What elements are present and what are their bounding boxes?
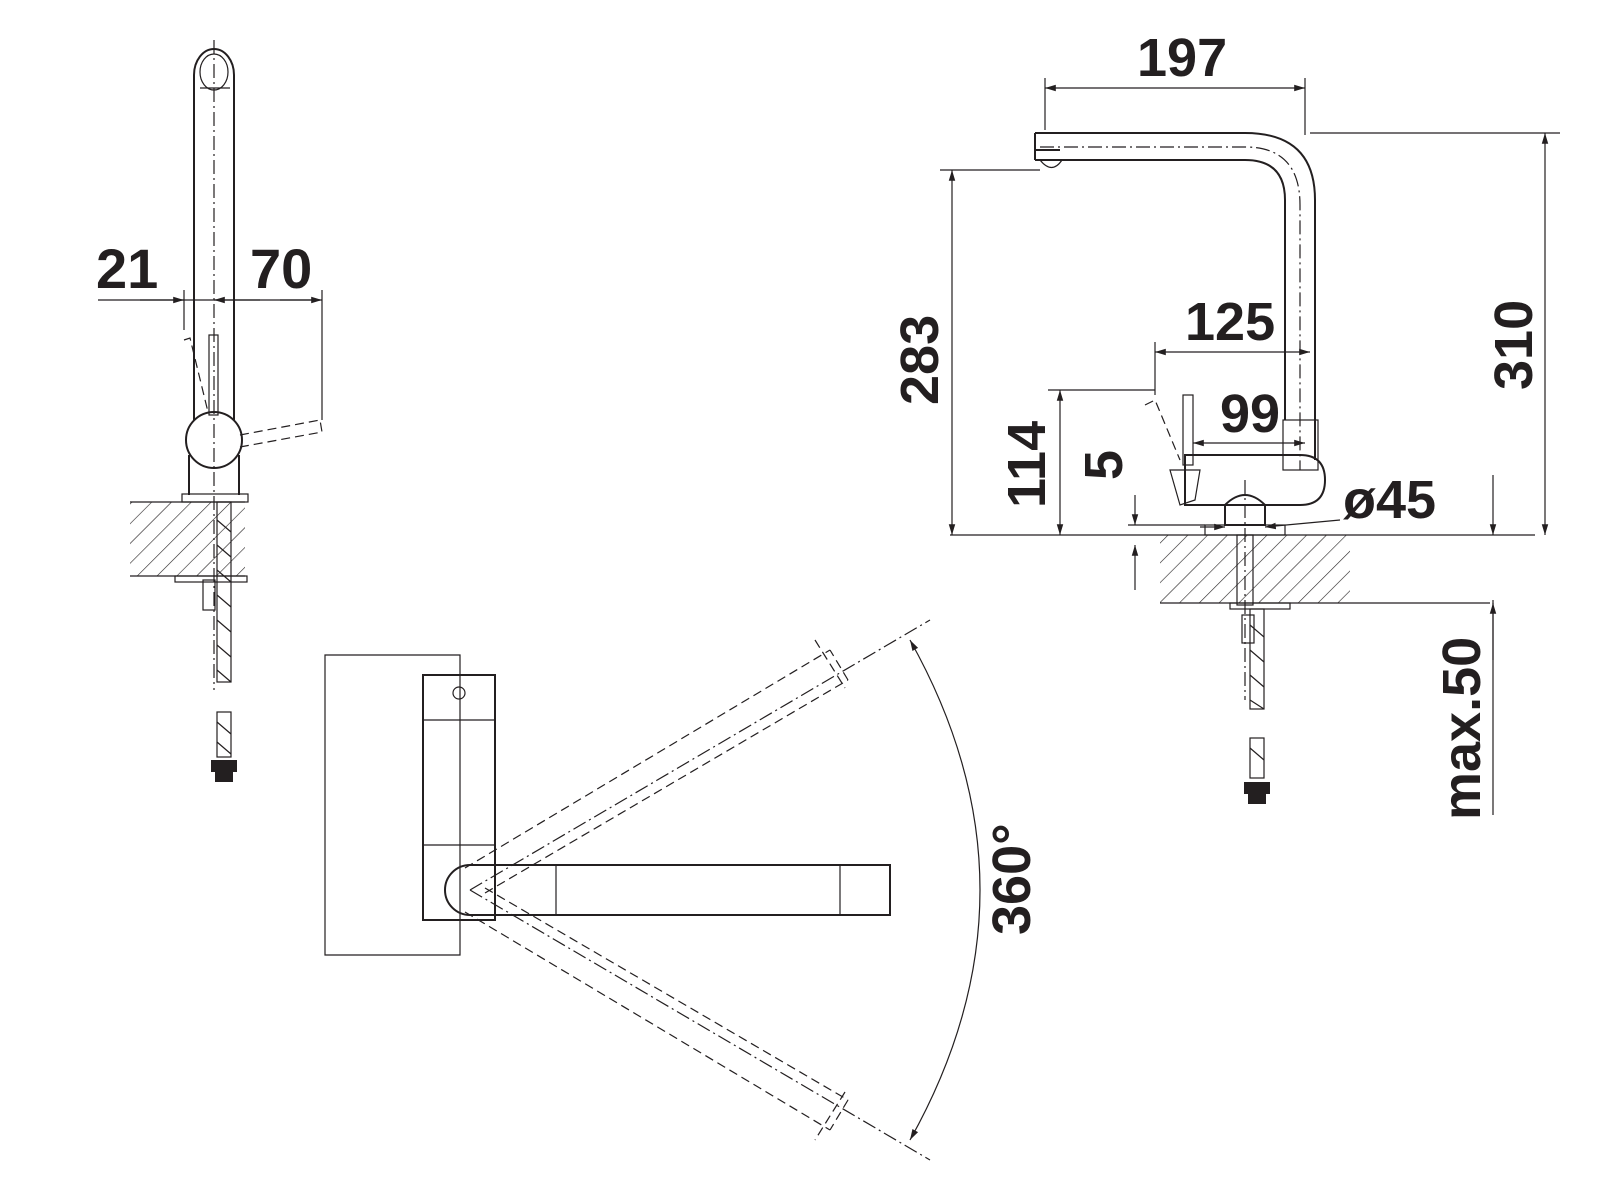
dim-125 [1154, 342, 1310, 395]
dim-125-label: 125 [1185, 292, 1275, 352]
top-spout-rotated-upper [464, 619, 931, 894]
front-dimensions [98, 290, 323, 420]
dim-114-label: 114 [997, 421, 1057, 508]
side-countertop [950, 534, 1535, 710]
dim-197 [1044, 78, 1306, 135]
dim-max50-label: max.50 [1432, 637, 1492, 820]
front-spout [193, 40, 235, 690]
side-lever [1144, 394, 1201, 506]
dim-283-label: 283 [890, 315, 950, 405]
front-base-plate [181, 493, 249, 503]
top-body [422, 674, 496, 921]
top-sink-outline [324, 654, 461, 956]
dim-21-label: 21 [96, 237, 158, 300]
top-spout-rotated-lower [464, 887, 931, 1161]
dim-114 [1048, 389, 1155, 535]
front-hose-fitting [211, 711, 237, 782]
side-view: 197 283 310 125 114 99 [890, 28, 1560, 820]
dim-5-label: 5 [1074, 450, 1134, 480]
front-body [185, 411, 243, 469]
side-hose-fitting [1244, 737, 1270, 804]
top-spout-arm [444, 864, 891, 916]
dim-d45 [1200, 519, 1341, 531]
dim-d45-label: ø45 [1343, 470, 1436, 530]
top-view: 360° [324, 619, 1042, 1161]
dim-99-label: 99 [1220, 384, 1280, 444]
dim-310-label: 310 [1484, 300, 1544, 390]
front-lever [183, 334, 323, 448]
swivel-arc [909, 639, 981, 1141]
swivel-angle-label: 360° [982, 823, 1042, 935]
dim-70-label: 70 [250, 237, 312, 300]
dim-197-label: 197 [1137, 28, 1227, 88]
dim-5 [1128, 495, 1205, 590]
dim-310 [1310, 132, 1560, 535]
side-spout [1034, 132, 1316, 470]
dim-283 [940, 169, 1040, 535]
front-countertop [130, 501, 245, 577]
front-view: 21 70 [96, 40, 323, 782]
